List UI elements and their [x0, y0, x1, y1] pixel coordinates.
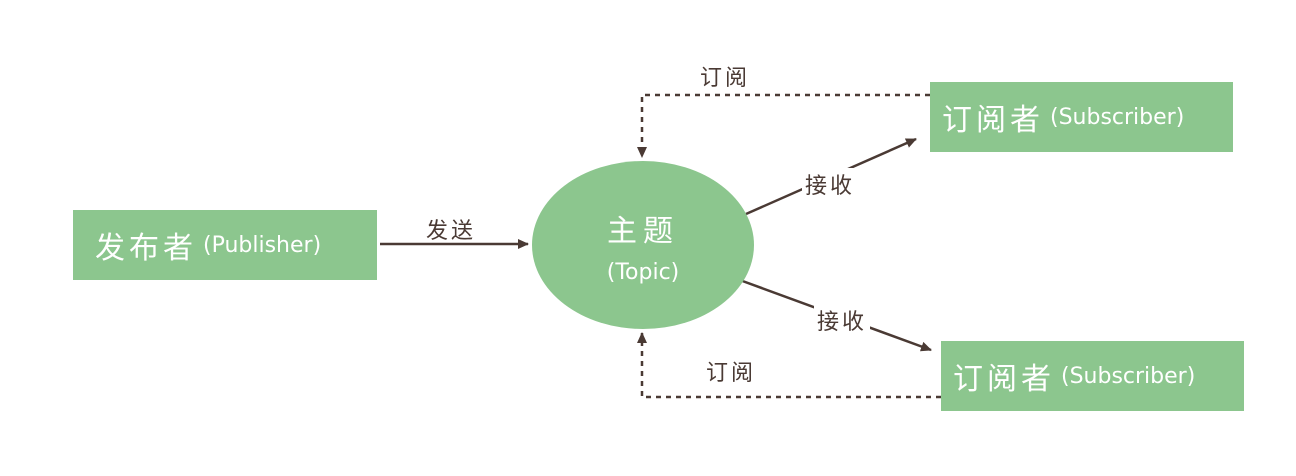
subscriber-top-subtitle: (Subscriber): [1050, 104, 1185, 130]
subscribe-bottom-arrow: [637, 332, 941, 399]
publisher-node: 发布者 (Publisher): [73, 210, 377, 280]
receive-bottom-label: 接收: [814, 304, 871, 336]
subscriber-bottom-subtitle: (Subscriber): [1061, 363, 1196, 389]
publish-label: 发送: [426, 219, 477, 244]
publisher-subtitle: (Publisher): [203, 232, 322, 258]
topic-subtitle: (Topic): [606, 259, 680, 285]
topic-node: 主题 (Topic): [532, 161, 754, 329]
subscribe-top-label: 订阅: [700, 66, 751, 91]
subscriber-top-title: 订阅者: [942, 103, 1044, 138]
subscriber-bottom-title: 订阅者: [953, 362, 1055, 397]
subscriber-top-node: 订阅者 (Subscriber): [930, 82, 1233, 152]
publisher-title: 发布者: [95, 231, 197, 266]
subscriber-bottom-node: 订阅者 (Subscriber): [941, 341, 1244, 411]
subscribe-top-arrow: [637, 93, 930, 158]
topic-title: 主题: [607, 213, 679, 249]
receive-top-label: 接收: [802, 168, 859, 200]
subscribe-bottom-label: 订阅: [706, 361, 757, 386]
